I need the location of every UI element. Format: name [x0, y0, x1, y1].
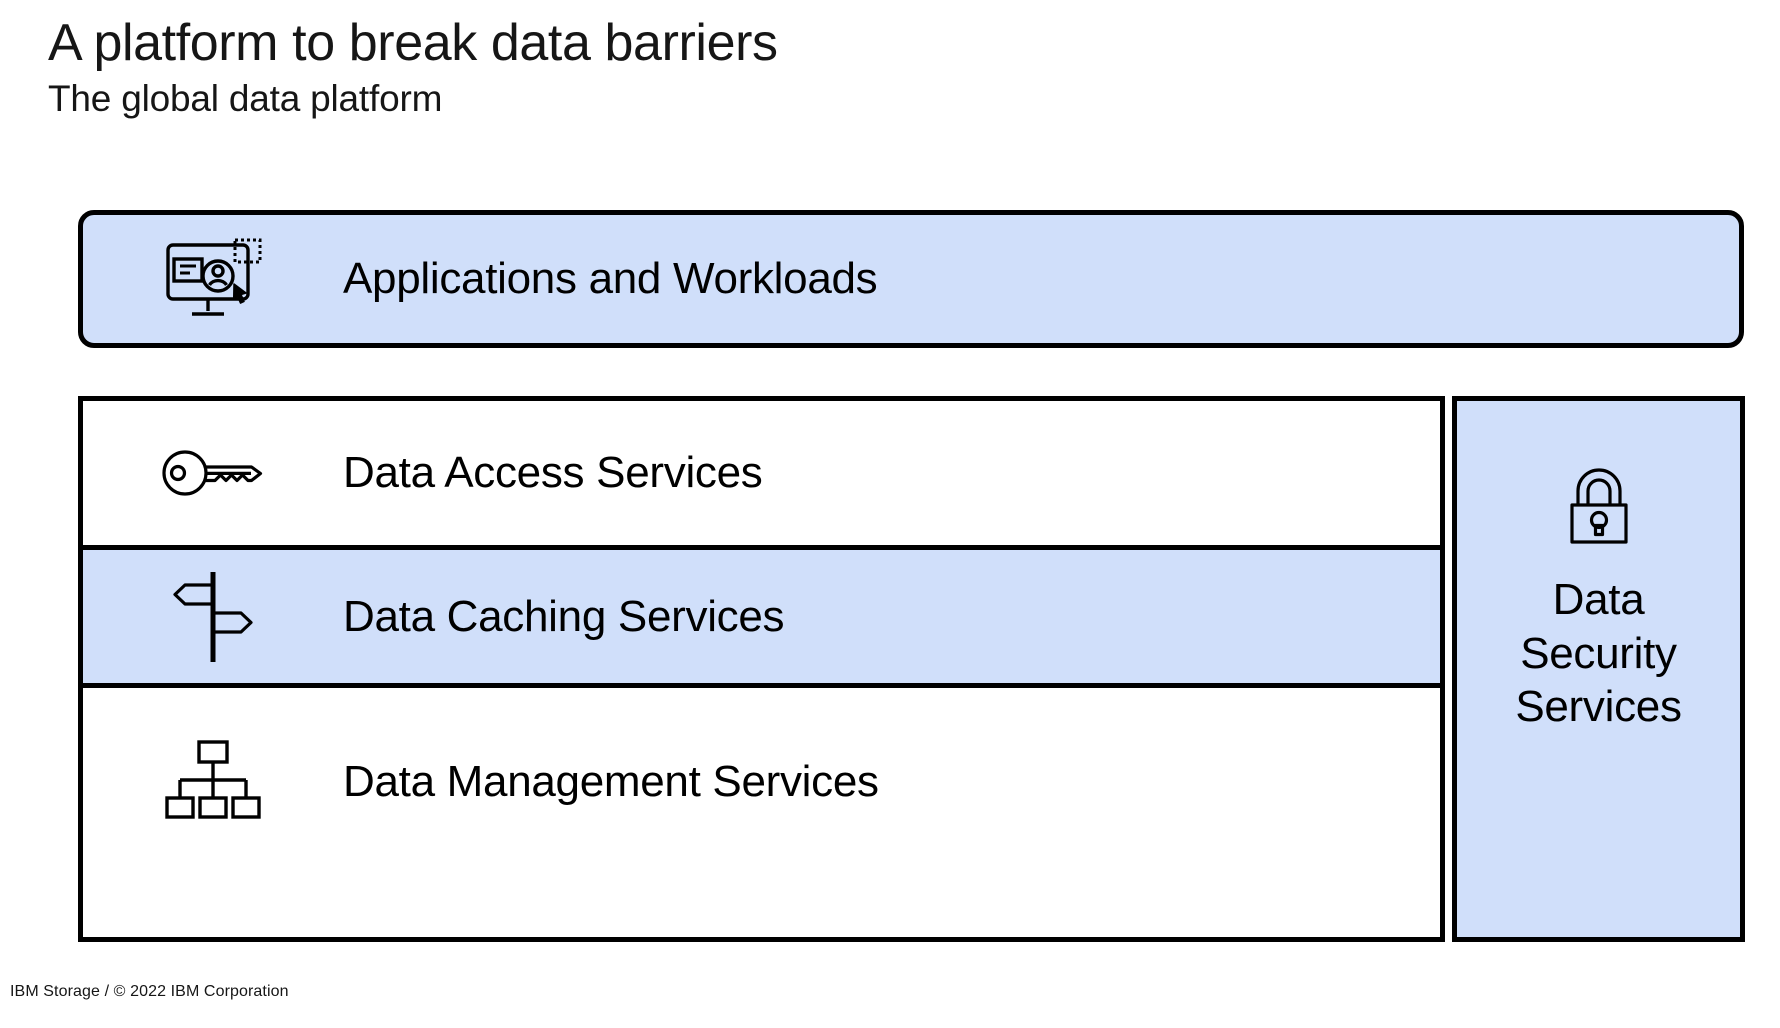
hierarchy-icon — [83, 736, 343, 828]
monitor-user-icon — [83, 230, 343, 328]
page-subtitle: The global data platform — [48, 78, 443, 120]
data-access-services-label: Data Access Services — [343, 448, 763, 497]
key-icon — [83, 445, 343, 501]
security-label-line-3: Services — [1515, 682, 1682, 732]
security-label-line-1: Data — [1552, 575, 1645, 624]
data-security-services-label: Data Security Services — [1457, 573, 1740, 734]
security-label-line-2: Security — [1520, 628, 1677, 678]
services-stack: Data Access Services Data Caching Servic… — [78, 396, 1445, 942]
footer-copyright: IBM Storage / © 2022 IBM Corporation — [10, 983, 289, 1000]
padlock-icon — [1562, 463, 1636, 547]
data-caching-services-label: Data Caching Services — [343, 591, 785, 641]
applications-and-workloads-banner[interactable]: Applications and Workloads — [78, 210, 1744, 348]
signpost-icon — [83, 569, 343, 665]
row-data-management-services[interactable]: Data Management Services — [83, 688, 1440, 937]
row-data-caching-services[interactable]: Data Caching Services — [83, 545, 1440, 688]
applications-and-workloads-label: Applications and Workloads — [343, 254, 878, 303]
row-data-access-services[interactable]: Data Access Services — [83, 401, 1440, 545]
header: A platform to break data barriers The gl… — [48, 14, 1648, 122]
data-security-services-panel[interactable]: Data Security Services — [1452, 396, 1745, 942]
data-management-services-label: Data Management Services — [343, 756, 879, 806]
page-title: A platform to break data barriers — [48, 14, 778, 72]
